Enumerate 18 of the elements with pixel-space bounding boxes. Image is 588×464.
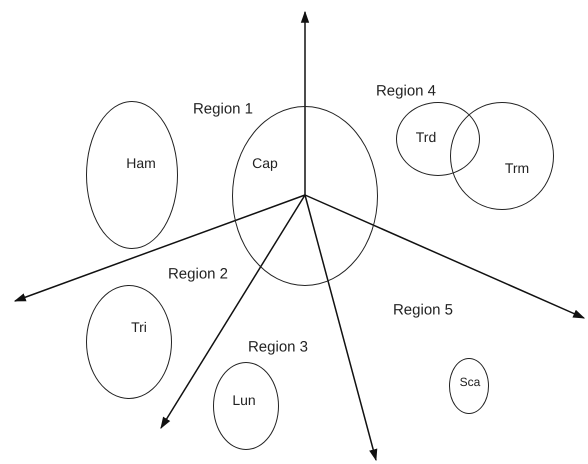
region-label: Region 1 (192, 102, 254, 116)
set-ellipse (396, 102, 480, 176)
set-label: Sca (460, 376, 480, 388)
region-label: Region 3 (248, 340, 308, 354)
set-ellipse (86, 285, 172, 399)
set-label: Ham (126, 156, 156, 170)
set-label: Trm (504, 161, 530, 175)
region-label: Region 4 (376, 84, 436, 98)
set-label: Lun (232, 393, 256, 407)
set-ellipse (450, 102, 554, 210)
set-ellipse (213, 362, 279, 450)
region-label: Region 5 (392, 302, 454, 318)
set-ellipse (86, 101, 178, 249)
set-ellipse (449, 358, 489, 414)
set-label: Cap (252, 156, 278, 170)
region-label: Region 2 (168, 266, 228, 282)
set-label: Trd (416, 130, 436, 144)
set-label: Tri (131, 320, 147, 334)
